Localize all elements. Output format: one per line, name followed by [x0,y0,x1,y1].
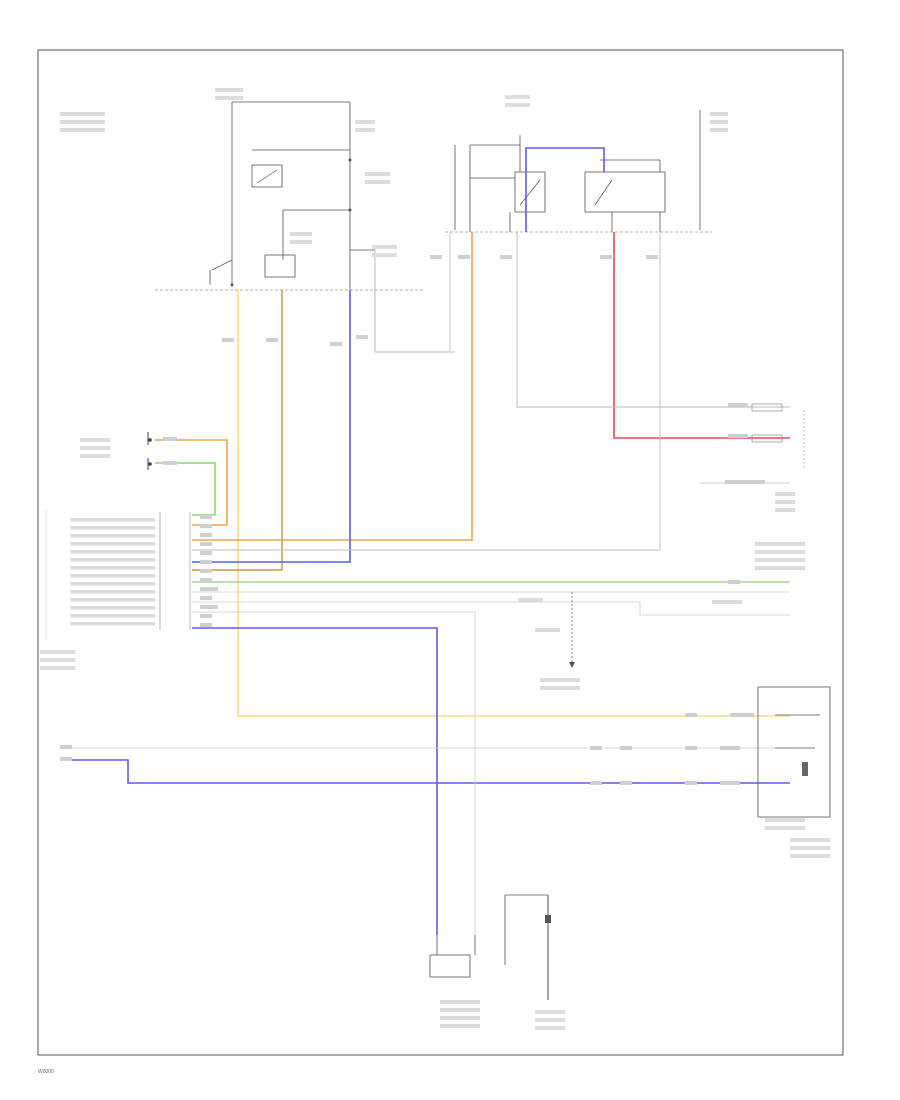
wire-green-top [155,462,216,516]
wire-orange-top [155,439,228,526]
wire-orange-brown [192,290,283,571]
wire-yellow [237,290,790,717]
wire-blue-top [525,147,605,232]
wire-tags [60,255,765,785]
relay-box-left [209,101,455,353]
ecu-connector [159,512,191,630]
wire-gray-1 [516,232,790,408]
relay-box-right [454,110,701,232]
control-module-box [757,686,831,818]
control-module-ground [802,762,808,776]
wire-blue-relay [192,290,351,563]
wire-orange-main [192,232,473,541]
right-connector-pins [700,403,805,484]
diagram-footer-code: W0000 [38,1069,54,1075]
relay-coil-2 [264,254,296,278]
bottom-sensor [429,935,476,978]
relay-coil-1 [251,164,283,188]
ground-arrow [569,662,575,668]
wire-blue-ecu [192,627,438,935]
wire-code-labels [40,88,830,1030]
wire-gray-4 [192,601,790,616]
relay-coil-4 [584,171,666,213]
wire-blue-bottom [62,759,790,784]
left-sensor [147,432,152,470]
wire-gray-2 [192,232,661,551]
bottom-switch [504,894,551,1000]
wire-gray-6 [192,611,476,935]
diagram-frame [37,49,844,1056]
relay-coil-3 [514,171,546,213]
